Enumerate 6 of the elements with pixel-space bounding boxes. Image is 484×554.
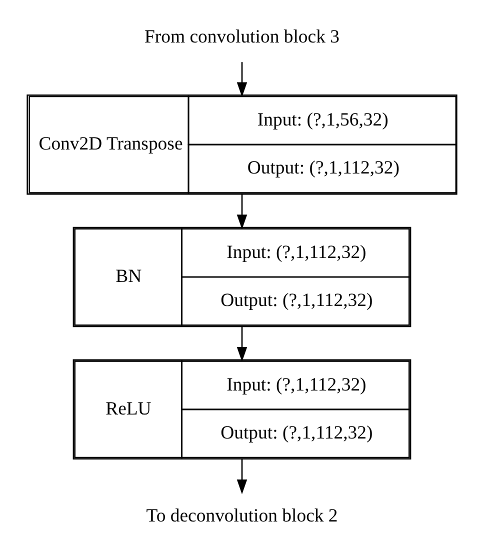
arrow (236, 326, 248, 362)
node-text: To deconvolution block 2 (146, 505, 338, 526)
arrow (236, 459, 248, 494)
node-text: From convolution block 3 (144, 26, 340, 48)
arrow (236, 194, 248, 230)
arrow (236, 62, 248, 97)
